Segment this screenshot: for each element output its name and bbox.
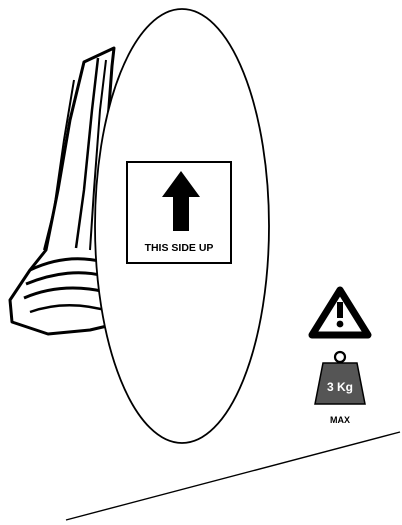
max-caption: MAX (330, 415, 350, 425)
orientation-text: THIS SIDE UP (145, 242, 214, 254)
warning-triangle-icon (312, 290, 368, 335)
floor-line (66, 432, 400, 520)
this-side-up-label: THIS SIDE UP (127, 162, 231, 263)
max-weight-text: 3 Kg (327, 380, 353, 394)
weight-icon: 3 Kg (315, 352, 365, 404)
